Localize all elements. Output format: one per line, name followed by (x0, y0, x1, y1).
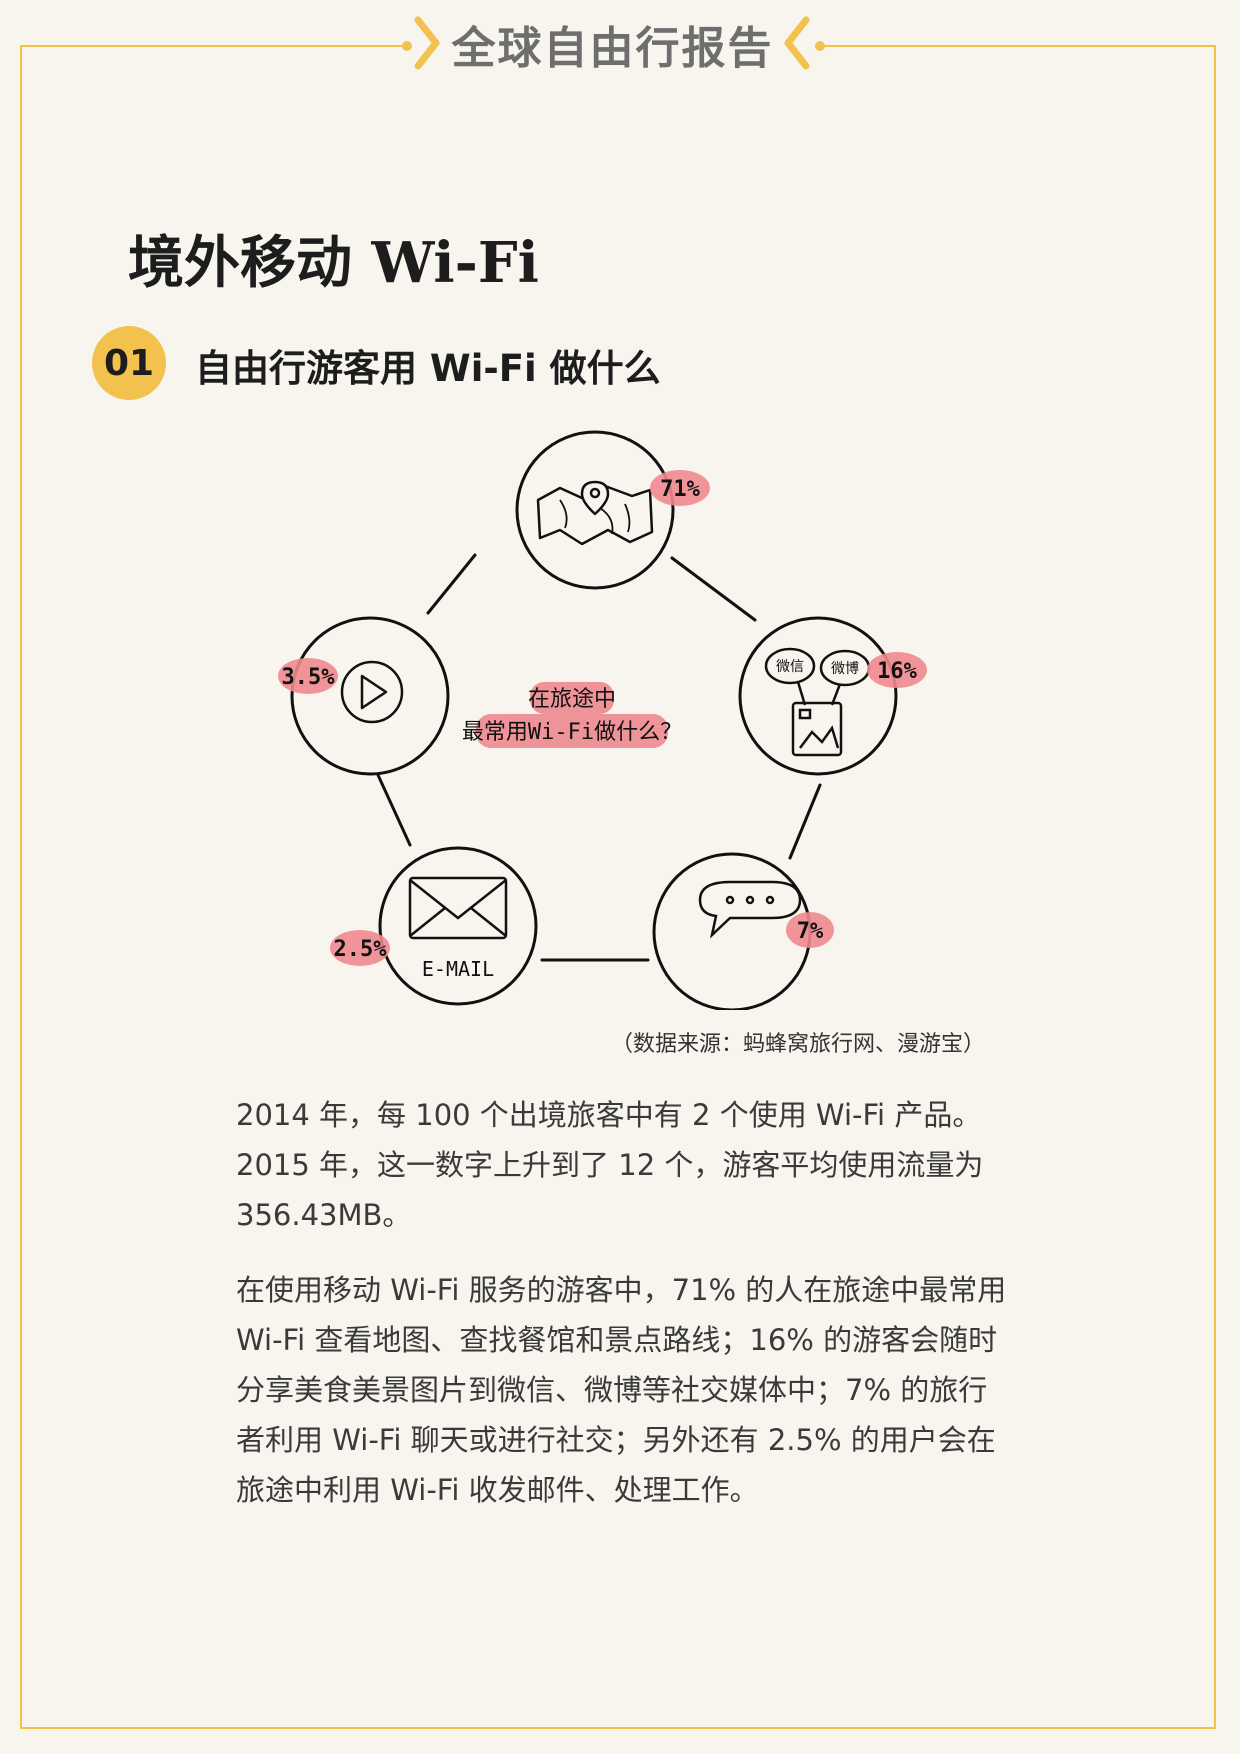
email-caption: E-MAIL (422, 957, 494, 981)
connector-line (376, 773, 412, 847)
header-rule-left (20, 45, 405, 47)
percent-label-video: 3.5% (282, 665, 336, 690)
header-dot-right (815, 41, 825, 51)
percent-label-email: 2.5% (334, 937, 388, 962)
connector-line (426, 553, 477, 615)
connector-line (670, 556, 757, 622)
wifi-usage-diagram: 微信 微博 E-MAIL 71% 16% 7% 2.5% 3.5% 在旅途中 最… (278, 430, 927, 1010)
node-circle-video (290, 616, 450, 776)
page-frame (20, 45, 1216, 1729)
bubble-label: 微信 (776, 659, 804, 675)
header-dot-left (402, 41, 412, 51)
section-number-badge: 01 (92, 326, 166, 400)
section-title: 自由行游客用 Wi-Fi 做什么 (195, 347, 661, 390)
bubble-label: 微博 (831, 660, 859, 677)
body-paragraph: 在使用移动 Wi-Fi 服务的游客中，71% 的人在旅途中最常用 Wi-Fi 查… (236, 1273, 1007, 1507)
data-source-note: （数据来源：蚂蜂窝旅行网、漫游宝） (610, 1032, 985, 1057)
center-question-line1: 在旅途中 (528, 687, 616, 712)
body-paragraph: 2014 年，每 100 个出境旅客中有 2 个使用 Wi-Fi 产品。2015… (236, 1098, 984, 1232)
percent-label-social: 16% (877, 659, 917, 684)
node-circle-map (515, 430, 675, 590)
page-title: 境外移动 Wi-Fi (128, 230, 539, 296)
percent-label-map: 71% (660, 477, 700, 502)
report-title: 全球自由行报告 (451, 23, 774, 74)
header-rule-right (820, 45, 1216, 47)
center-question-line2: 最常用Wi-Fi做什么？ (462, 720, 682, 745)
social-media-icon (764, 647, 871, 757)
node-circle-email (378, 846, 538, 1006)
percent-label-chat: 7% (797, 919, 824, 944)
play-icon (340, 660, 404, 724)
map-icon (536, 480, 654, 546)
node-circle-social (738, 616, 898, 776)
email-icon (408, 876, 508, 940)
chevron-right-icon (414, 16, 440, 70)
chat-icon (698, 880, 802, 939)
chevron-left-icon (784, 16, 810, 70)
connector-line (788, 783, 822, 860)
